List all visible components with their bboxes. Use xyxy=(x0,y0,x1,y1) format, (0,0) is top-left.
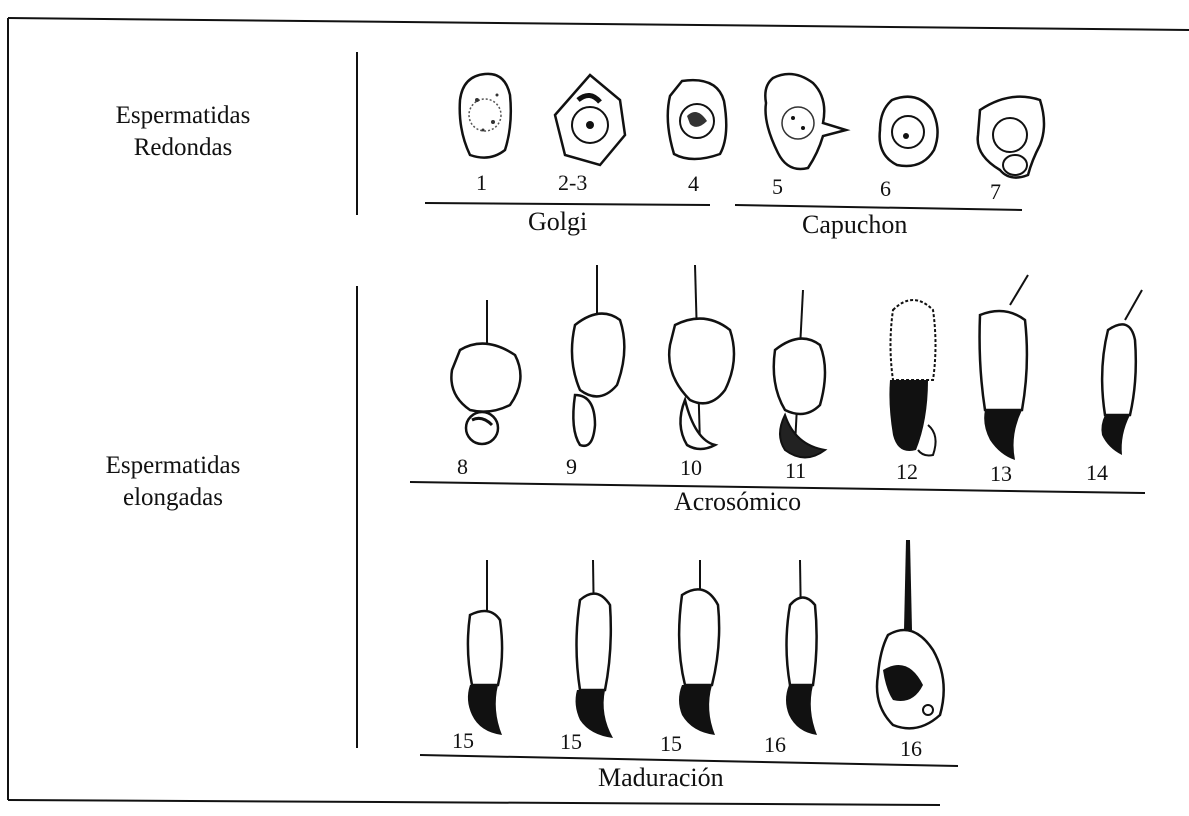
cell-number-15a: 15 xyxy=(452,730,474,752)
stage-label-golgi: Golgi xyxy=(528,208,587,236)
stage-label-capuchon: Capuchon xyxy=(802,211,907,239)
spermatid-cell-9 xyxy=(555,265,635,455)
cell-number-4: 4 xyxy=(688,173,699,195)
cell-number-15c: 15 xyxy=(660,733,682,755)
cell-number-12: 12 xyxy=(896,461,918,483)
stage-label-acrosomico: Acrosómico xyxy=(674,488,801,516)
spermatid-cell-7 xyxy=(970,90,1050,185)
cell-number-13: 13 xyxy=(990,463,1012,485)
spermatid-cell-13 xyxy=(970,275,1045,465)
spermatid-cell-15a xyxy=(460,560,515,740)
cell-number-14: 14 xyxy=(1086,462,1108,484)
spermatid-cell-10 xyxy=(655,265,745,460)
spermatid-cell-6 xyxy=(872,90,942,175)
cell-number-8: 8 xyxy=(457,456,468,478)
cell-number-5: 5 xyxy=(772,176,783,198)
spermatid-cell-4 xyxy=(662,76,732,166)
spermatid-cell-5 xyxy=(758,68,858,178)
spermatid-cell-15b xyxy=(565,560,625,740)
spermatid-cell-11 xyxy=(765,290,845,465)
row-label-elongated-line2: elongadas xyxy=(78,482,268,514)
cell-number-15b: 15 xyxy=(560,731,582,753)
cell-number-7: 7 xyxy=(990,181,1001,203)
row-label-elongated: Espermatidas elongadas xyxy=(78,450,268,514)
row-label-round: Espermatidas Redondas xyxy=(88,100,278,164)
row-label-round-line1: Espermatidas xyxy=(88,100,278,132)
spermatid-cell-1 xyxy=(455,70,515,165)
spermatid-cell-16a xyxy=(775,560,830,740)
cell-number-1: 1 xyxy=(476,172,487,194)
cell-number-6: 6 xyxy=(880,178,891,200)
spermatid-cell-15c xyxy=(670,560,730,740)
spermatid-cell-2-3 xyxy=(550,70,630,170)
spermatid-cell-8 xyxy=(440,300,530,450)
golgi-underline xyxy=(425,203,710,205)
cell-number-16b: 16 xyxy=(900,738,922,760)
cell-number-16a: 16 xyxy=(764,734,786,756)
cell-number-11: 11 xyxy=(785,460,806,482)
cell-number-10: 10 xyxy=(680,457,702,479)
cell-number-9: 9 xyxy=(566,456,577,478)
row-label-round-line2: Redondas xyxy=(88,132,278,164)
row-label-elongated-line1: Espermatidas xyxy=(78,450,268,482)
spermatid-cell-14 xyxy=(1090,290,1150,460)
stage-label-maduracion: Maduración xyxy=(598,764,724,792)
cell-number-2-3: 2-3 xyxy=(558,172,587,194)
spermatid-cell-16b xyxy=(868,540,953,740)
spermatid-cell-12 xyxy=(878,275,948,465)
